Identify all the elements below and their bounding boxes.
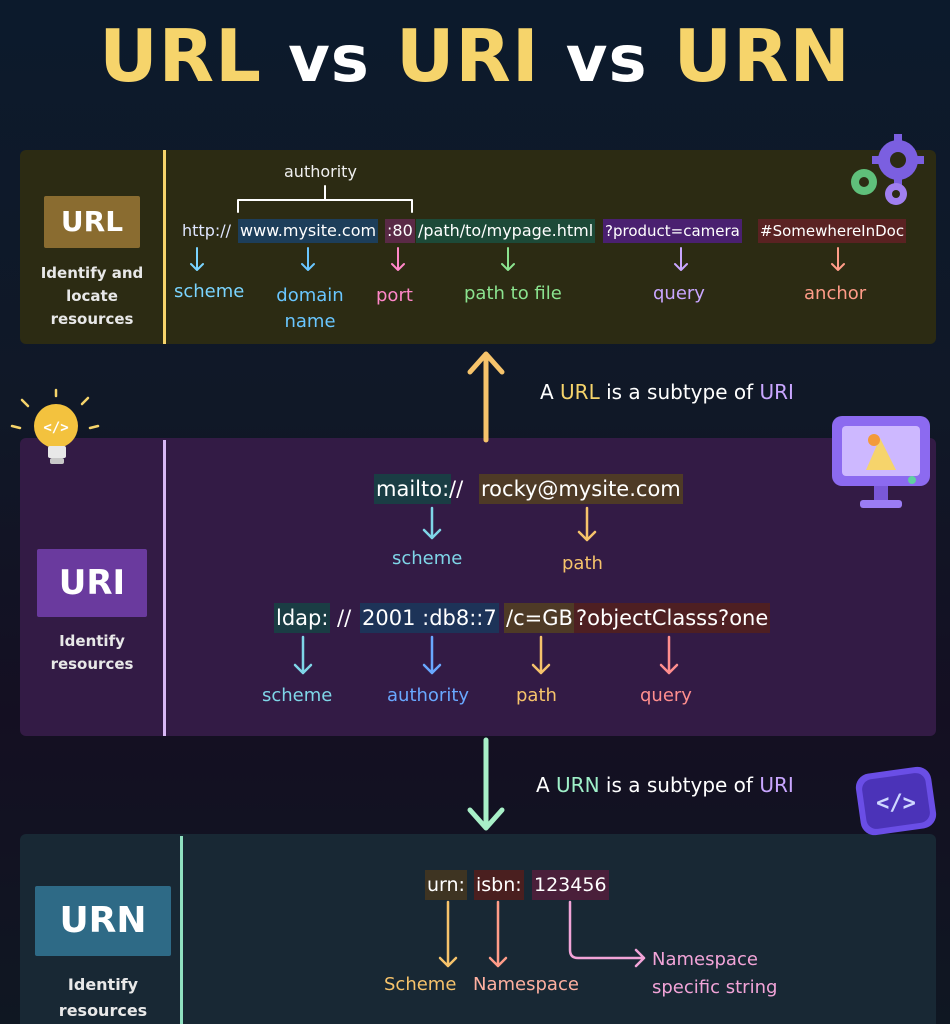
ldap-separator: //: [337, 606, 352, 630]
urn-note-uri: URI: [759, 773, 794, 797]
ldap-query-label: query: [640, 685, 692, 706]
url-query-segment: ?product=camera: [603, 219, 742, 243]
title-uri: URI: [395, 14, 540, 98]
url-anchor-segment: #SomewhereInDoc: [758, 219, 907, 243]
urn-description: Identify resources: [58, 975, 148, 1020]
ldap-authority-label: authority: [387, 685, 470, 706]
url-panel: [20, 150, 936, 344]
urn-divider: [180, 836, 183, 1024]
urn-nss-segment: 123456: [532, 870, 609, 900]
url-query-label: query: [653, 283, 705, 304]
uri-panel: [20, 438, 936, 736]
uri-to-urn-arrow: [467, 737, 505, 831]
url-divider: [163, 150, 166, 344]
mailto-scheme-label: scheme: [392, 548, 463, 569]
urn-namespace-label: Namespace: [473, 974, 579, 995]
uri-divider: [163, 440, 166, 736]
gears-icon: [851, 134, 924, 205]
monitor-icon: [832, 416, 930, 508]
uri-badge: URI: [37, 549, 147, 617]
urn-scheme-segment: urn:: [425, 870, 467, 900]
url-anchor-label: anchor: [804, 283, 867, 304]
title-urn: URN: [673, 14, 851, 98]
url-domain-label: domain name: [276, 285, 344, 332]
ldap-path-label: path: [516, 685, 557, 706]
page-title: URL vs URI vs URN: [0, 14, 950, 98]
url-note-url: URL: [560, 380, 600, 404]
url-scheme-label: scheme: [174, 281, 245, 302]
url-note-pre: A: [540, 380, 561, 404]
ldap-authority-segment: 2001 :db8::7: [360, 603, 499, 633]
title-vs-1: vs: [288, 23, 370, 97]
title-url: URL: [99, 14, 262, 98]
urn-nss-label: Namespace specific string: [652, 949, 778, 998]
ldap-scheme-segment: ldap:: [274, 603, 331, 633]
ldap-path-segment: /c=GB: [504, 603, 575, 633]
url-badge: URL: [44, 196, 140, 248]
uri-description: Identify resources: [50, 632, 134, 673]
url-note-uri: URI: [759, 380, 794, 404]
urn-scheme-label: Scheme: [384, 974, 457, 995]
urn-note-mid: is a subtype of: [599, 773, 760, 797]
urn-namespace-segment: isbn:: [474, 870, 524, 900]
url-subtype-note: A URL is a subtype of URI: [540, 380, 794, 404]
urn-panel: [20, 834, 936, 1024]
url-domain-segment: www.mysite.com: [238, 219, 379, 243]
url-path-label: path to file: [464, 283, 562, 304]
mailto-scheme-segment: mailto:: [374, 474, 452, 504]
lightbulb-icon: </>: [10, 388, 100, 464]
ldap-query-segment: ?objectClasss?one: [574, 603, 771, 633]
mailto-path-segment: rocky@mysite.com: [479, 474, 683, 504]
urn-note-pre: A: [536, 773, 557, 797]
urn-subtype-note: A URN is a subtype of URI: [536, 773, 794, 797]
title-vs-2: vs: [565, 23, 648, 97]
mailto-separator: //: [449, 477, 464, 501]
url-port-segment: :80: [385, 219, 415, 243]
url-description: Identify and locate resources: [40, 264, 144, 328]
uri-to-url-arrow: [467, 351, 505, 443]
svg-text:</>: </>: [876, 791, 916, 816]
url-path-segment: /path/to/mypage.html: [416, 219, 596, 243]
mailto-path-label: path: [562, 553, 603, 574]
url-scheme-segment: http://: [182, 221, 232, 240]
urn-badge: URN: [35, 886, 171, 956]
urn-note-urn: URN: [556, 773, 600, 797]
svg-text:</>: </>: [43, 420, 68, 436]
url-port-label: port: [376, 285, 413, 306]
ldap-scheme-label: scheme: [262, 685, 333, 706]
url-note-mid: is a subtype of: [599, 380, 760, 404]
authority-label: authority: [284, 162, 357, 181]
code-icon: </>: [855, 766, 937, 836]
